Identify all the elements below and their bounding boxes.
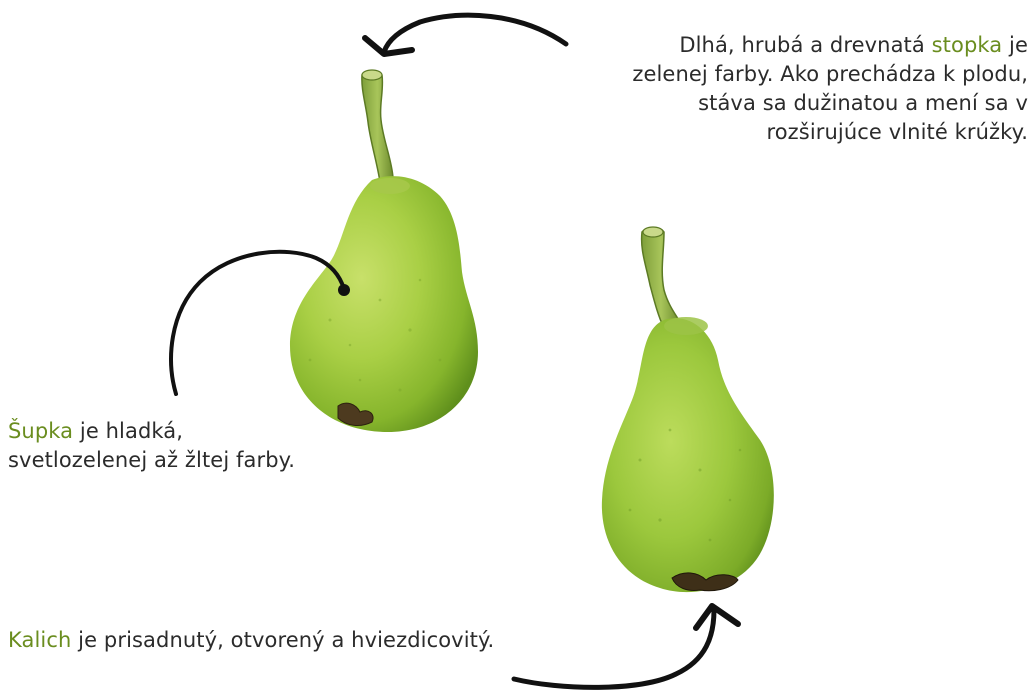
caption-stopka-line4: rozširujúce vlnité krúžky.: [508, 118, 1028, 147]
caption-stopka: Dlhá, hrubá a drevnatá stopka je zelenej…: [508, 31, 1028, 147]
caption-kalich: Kalich je prisadnutý, otvorený a hviezdi…: [8, 626, 494, 655]
pear-left-icon: [290, 70, 478, 432]
caption-kalich-text-after: je prisadnutý, otvorený a hviezdicovitý.: [71, 628, 494, 652]
highlight-supka: Šupka: [8, 419, 73, 443]
caption-stopka-line3: stáva sa dužinatou a mení sa v: [508, 89, 1028, 118]
pear-left-body: [290, 176, 478, 432]
caption-supka-text-after: je hladká,: [73, 419, 183, 443]
caption-stopka-text-after: je: [1002, 33, 1028, 57]
caption-supka-line1: Šupka je hladká,: [8, 417, 295, 446]
caption-kalich-line1: Kalich je prisadnutý, otvorený a hviezdi…: [8, 626, 494, 655]
caption-stopka-line2: zelenej farby. Ako prechádza k plodu,: [508, 60, 1028, 89]
caption-supka-line2: svetlozelenej až žltej farby.: [8, 446, 295, 475]
caption-stopka-line1: Dlhá, hrubá a drevnatá stopka je: [508, 31, 1028, 60]
caption-stopka-text-before: Dlhá, hrubá a drevnatá: [679, 33, 931, 57]
arrow-kalich-icon: [514, 606, 738, 687]
pear-right-body: [602, 318, 774, 592]
caption-supka: Šupka je hladká, svetlozelenej až žltej …: [8, 417, 295, 475]
pear-left-stem: [362, 71, 393, 182]
pear-right-icon: [602, 227, 774, 592]
pear-right-stem: [642, 228, 680, 329]
highlight-kalich: Kalich: [8, 628, 71, 652]
highlight-stopka: stopka: [932, 33, 1003, 57]
